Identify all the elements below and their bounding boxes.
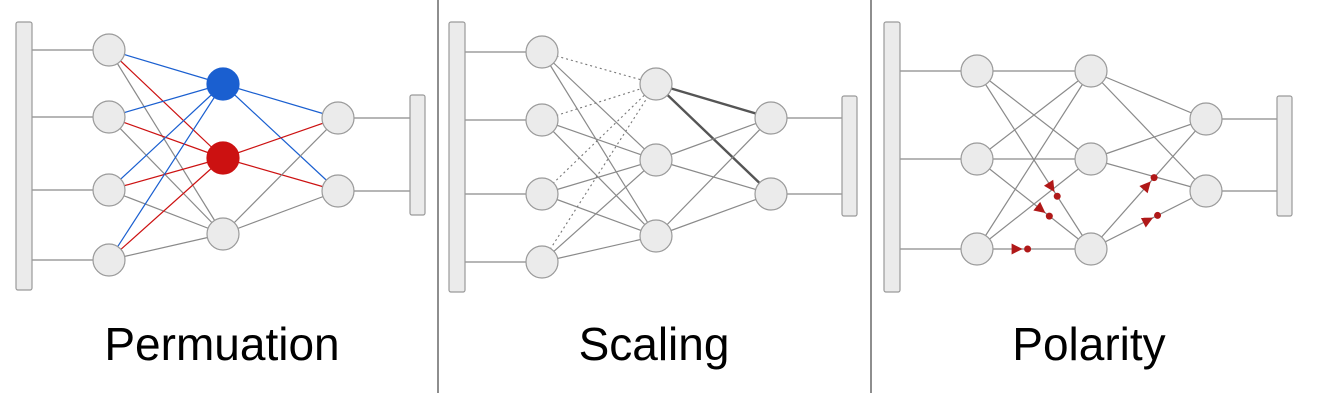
edge-input-hidden bbox=[541, 119, 657, 161]
input-node bbox=[525, 103, 559, 137]
panel-polarity bbox=[883, 21, 1293, 293]
edge-hidden-output bbox=[655, 193, 772, 237]
edge-hidden-output bbox=[655, 117, 772, 161]
edge-input-hidden bbox=[108, 233, 224, 261]
sign-flip-dot bbox=[1053, 192, 1061, 200]
input-node bbox=[960, 54, 994, 88]
edge-input-hidden bbox=[108, 83, 224, 261]
edge-hidden-output bbox=[222, 117, 339, 235]
input-bar bbox=[883, 21, 901, 293]
edge-input-hidden bbox=[108, 83, 224, 118]
edge-input-hidden bbox=[541, 159, 657, 195]
hidden-node bbox=[1074, 54, 1108, 88]
edge-input-hidden bbox=[541, 193, 657, 237]
input-node bbox=[92, 100, 126, 134]
hidden-node bbox=[206, 217, 240, 251]
edge-input-hidden bbox=[976, 158, 1092, 250]
edge-input-hidden-dotted bbox=[541, 83, 657, 263]
sign-flip-dot bbox=[1154, 211, 1162, 219]
panel-title-polarity: Polarity bbox=[1012, 318, 1165, 370]
edge-input-hidden bbox=[541, 235, 657, 263]
edge-input-hidden bbox=[108, 49, 224, 85]
edge-input-hidden-dotted bbox=[541, 83, 657, 121]
edge-input-hidden bbox=[541, 51, 657, 237]
hidden-node bbox=[1074, 142, 1108, 176]
hidden-node bbox=[639, 143, 673, 177]
input-bar bbox=[448, 21, 466, 293]
hidden-node bbox=[1074, 232, 1108, 266]
output-node bbox=[754, 101, 788, 135]
sign-flip-dot bbox=[1150, 174, 1158, 182]
edge-input-hidden bbox=[108, 116, 224, 235]
edge-hidden-output bbox=[655, 117, 772, 237]
output-bar bbox=[1276, 95, 1293, 217]
output-node bbox=[754, 177, 788, 211]
panel-scaling bbox=[448, 21, 858, 293]
edge-hidden-output-thick bbox=[655, 82, 772, 120]
output-node bbox=[321, 174, 355, 208]
edge-input-hidden bbox=[108, 157, 224, 191]
output-node bbox=[1189, 102, 1223, 136]
output-node bbox=[321, 101, 355, 135]
sign-flip-arrowhead bbox=[1011, 243, 1023, 255]
input-node bbox=[525, 245, 559, 279]
panel-title-scaling: Scaling bbox=[579, 318, 730, 370]
edge-hidden-output bbox=[1090, 158, 1207, 192]
edge-hidden-output bbox=[222, 190, 339, 235]
input-node bbox=[92, 243, 126, 277]
input-node bbox=[92, 173, 126, 207]
hidden-node-blue bbox=[206, 67, 240, 101]
output-bar bbox=[841, 95, 858, 217]
sign-flip-arrowhead bbox=[1140, 217, 1154, 228]
input-node bbox=[960, 232, 994, 266]
input-node bbox=[960, 142, 994, 176]
edge-input-hidden bbox=[108, 49, 224, 235]
edge-input-hidden bbox=[108, 49, 224, 159]
sign-flip-arrowhead bbox=[1043, 179, 1055, 193]
edge-input-hidden-dotted bbox=[541, 83, 657, 195]
edge-hidden-output bbox=[1090, 70, 1207, 192]
edge-input-hidden bbox=[108, 83, 224, 191]
edge-input-hidden bbox=[976, 70, 1092, 160]
edge-input-hidden bbox=[976, 70, 1092, 250]
edge-hidden-output bbox=[222, 157, 339, 192]
input-node bbox=[525, 177, 559, 211]
sign-flip-dot bbox=[1024, 245, 1032, 253]
output-bar bbox=[409, 94, 426, 216]
sign-flip-dot bbox=[1045, 212, 1053, 220]
edge-input-hidden bbox=[541, 51, 657, 161]
input-node bbox=[92, 33, 126, 67]
edge-hidden-output bbox=[222, 83, 339, 119]
edge-input-hidden bbox=[108, 157, 224, 261]
hidden-node bbox=[639, 219, 673, 253]
edge-input-hidden bbox=[541, 119, 657, 237]
edge-hidden-output bbox=[1090, 118, 1207, 160]
sign-flip-arrowhead bbox=[1033, 201, 1046, 213]
hidden-node bbox=[639, 67, 673, 101]
edge-hidden-output bbox=[222, 117, 339, 159]
input-bar bbox=[15, 21, 33, 291]
edge-hidden-output bbox=[1090, 70, 1207, 120]
panel-title-permutation: Permuation bbox=[104, 318, 339, 370]
output-node bbox=[1189, 174, 1223, 208]
edge-input-hidden bbox=[541, 159, 657, 263]
edge-input-hidden bbox=[108, 189, 224, 235]
input-node bbox=[525, 35, 559, 69]
sign-flip-arrowhead bbox=[1139, 181, 1151, 194]
panel-permutation bbox=[15, 21, 426, 291]
hidden-node-red bbox=[206, 141, 240, 175]
